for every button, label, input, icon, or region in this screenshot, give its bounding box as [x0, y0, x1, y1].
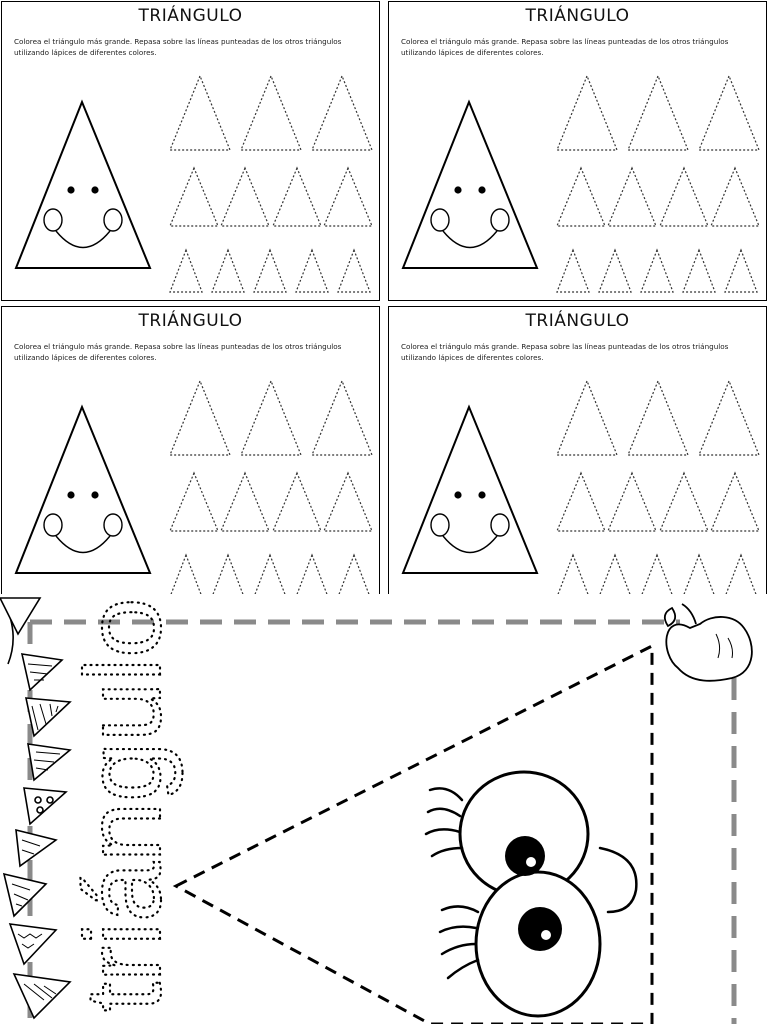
worksheet-title: TRIÁNGULO	[525, 6, 630, 26]
worksheet-title: TRIÁNGULO	[525, 311, 630, 331]
worksheet-drawing	[401, 379, 760, 595]
dotted-triangles	[169, 74, 373, 293]
bunting-garland-icon	[0, 597, 72, 1020]
dotted-triangles	[169, 379, 373, 595]
worksheet-drawing	[401, 74, 760, 293]
dashed-frame	[27, 619, 737, 1024]
tracing-card-drawing: triángulo	[0, 597, 753, 1024]
dotted-traceable-word: triángulo	[62, 598, 183, 1012]
worksheet-top-left: TRIÁNGULO Colorea el triángulo más grand…	[1, 1, 380, 301]
smiling-triangle-icon	[14, 404, 152, 574]
worksheet-instructions: Colorea el triángulo más grande. Repasa …	[401, 37, 729, 57]
dotted-triangles	[556, 379, 760, 595]
worksheet-drawing	[14, 74, 373, 293]
smiling-triangle-icon	[401, 404, 539, 574]
worksheet-instructions: Colorea el triángulo más grande. Repasa …	[14, 37, 342, 57]
worksheet-title: TRIÁNGULO	[138, 6, 243, 26]
apple-icon	[663, 603, 753, 682]
worksheet-top-right: TRIÁNGULO Colorea el triángulo más grand…	[388, 1, 767, 301]
worksheet-bottom-left: TRIÁNGULO Colorea el triángulo más grand…	[1, 306, 380, 596]
worksheet-drawing	[14, 379, 373, 595]
worksheet-title: TRIÁNGULO	[138, 311, 243, 331]
triangle-tracing-card: triángulo	[0, 594, 768, 1024]
dashed-tracing-triangle	[172, 643, 654, 1024]
worksheet-instructions: Colorea el triángulo más grande. Repasa …	[401, 342, 729, 362]
cartoon-eyes-icon	[424, 770, 638, 1018]
smiling-triangle-icon	[401, 99, 539, 269]
worksheet-bottom-right: TRIÁNGULO Colorea el triángulo más grand…	[388, 306, 767, 596]
worksheet-instructions: Colorea el triángulo más grande. Repasa …	[14, 342, 342, 362]
smiling-triangle-icon	[14, 99, 152, 269]
dotted-triangles	[556, 74, 760, 293]
